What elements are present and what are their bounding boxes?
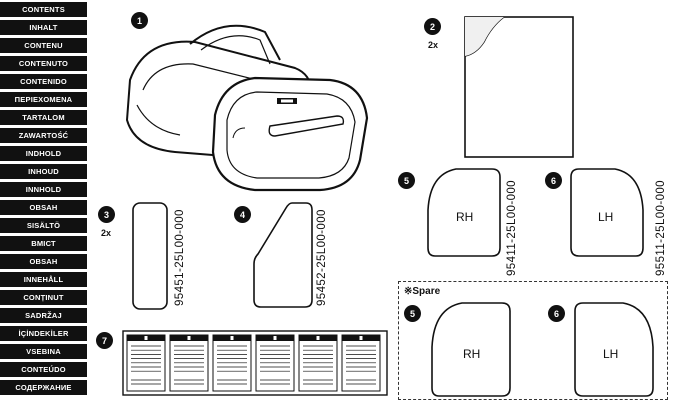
lang-label: ΠΕΡΙΕΧΟΜΕΝΑ (0, 92, 87, 107)
item-number-badge: 1 (131, 12, 148, 29)
lang-label: INNHOLD (0, 182, 87, 197)
side-label: LH (598, 210, 614, 224)
lang-label: CONTEÚDO (0, 362, 87, 377)
part-number: 95411-25L00-000 (506, 180, 518, 276)
lang-label: VSEBINA (0, 344, 87, 359)
side-label: LH (603, 347, 619, 361)
lang-label: INHOUD (0, 164, 87, 179)
lang-label: SADRŽAJ (0, 308, 87, 323)
sheet-illustration (464, 16, 574, 158)
lang-label: CONTENTS (0, 2, 87, 17)
item-number-badge: 6 (545, 172, 562, 189)
part-number: 95452-25L00-000 (316, 209, 328, 306)
pad-lh-illustration (570, 168, 644, 257)
lang-label: INHALT (0, 20, 87, 35)
item-number-badge: 6 (548, 305, 565, 322)
pad-angled-illustration (253, 202, 313, 308)
item-number-badge: 5 (398, 172, 415, 189)
part-number: 95511-25L00-000 (655, 180, 667, 276)
lang-label: CONTENUTO (0, 56, 87, 71)
lang-label: CONTENU (0, 38, 87, 53)
lang-label: ВМІСТ (0, 236, 87, 251)
item-number-badge: 3 (98, 206, 115, 223)
part-number: 95451-25L00-000 (174, 209, 186, 306)
lang-label: TARTALOM (0, 110, 87, 125)
lang-label: SISÄLTÖ (0, 218, 87, 233)
quantity-label: 2x (428, 40, 439, 50)
item-number-badge: 2 (424, 18, 441, 35)
item-number-badge: 7 (96, 332, 113, 349)
label-sheet-illustration (122, 330, 388, 396)
lang-label: INDHOLD (0, 146, 87, 161)
lang-label: OBSAH (0, 200, 87, 215)
lang-label: İÇİNDEKİLER (0, 326, 87, 341)
lang-label: CONTENIDO (0, 74, 87, 89)
side-label: RH (456, 210, 474, 224)
side-label: RH (463, 347, 481, 361)
pad-rh-illustration (427, 168, 501, 257)
spare-title: ※Spare (404, 286, 441, 297)
lang-label: OBSAH (0, 254, 87, 269)
quantity-label: 2x (101, 228, 112, 238)
lang-label: ZAWARTOŚĆ (0, 128, 87, 143)
saddlebag-illustration (125, 24, 369, 192)
pad-rect-illustration (132, 202, 168, 310)
item-number-badge: 5 (404, 305, 421, 322)
language-sidebar: CONTENTS INHALT CONTENU CONTENUTO CONTEN… (0, 0, 87, 403)
lang-label: INNEHÅLL (0, 272, 87, 287)
spare-pad-rh-illustration (431, 302, 511, 397)
spare-pad-lh-illustration (574, 302, 654, 397)
item-number-badge: 4 (234, 206, 251, 223)
lang-label: CONȚINUT (0, 290, 87, 305)
spare-parts-box (398, 281, 668, 400)
lang-label: СОДЕРЖАНИЕ (0, 380, 87, 395)
